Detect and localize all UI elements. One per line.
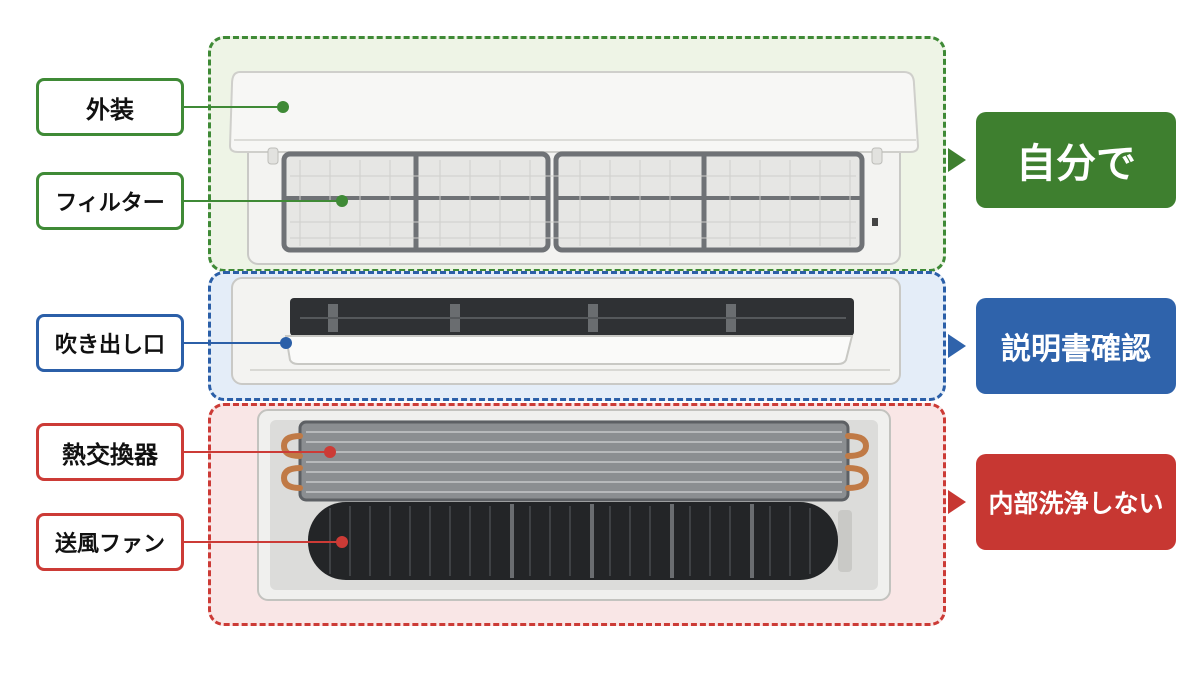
filter-mesh xyxy=(281,151,865,253)
dot-filter xyxy=(336,195,348,207)
ac-bottom-section xyxy=(257,409,891,601)
leader-dots xyxy=(277,101,348,548)
label-heat-exchanger: 熱交換器 xyxy=(36,423,184,481)
label-exterior: 外装 xyxy=(36,78,184,136)
dot-exterior xyxy=(277,101,289,113)
label-air-outlet: 吹き出し口 xyxy=(36,314,184,372)
dot-fan xyxy=(336,536,348,548)
action-diy: 自分で xyxy=(976,112,1176,208)
arrow-right-icon xyxy=(948,334,966,358)
label-blower-fan: 送風ファン xyxy=(36,513,184,571)
louver-flap xyxy=(284,335,854,365)
action-no-internal-cleaning: 内部洗浄しない xyxy=(976,454,1176,550)
label-filter: フィルター xyxy=(36,172,184,230)
arrow-right-icon xyxy=(948,490,966,514)
dot-outlet xyxy=(280,337,292,349)
arrow-right-icon xyxy=(948,148,966,172)
dot-heat-exchanger xyxy=(324,446,336,458)
front-panel xyxy=(228,71,920,153)
leader-lines xyxy=(184,106,342,543)
ac-top-section xyxy=(228,71,920,265)
ac-middle-section xyxy=(231,277,901,385)
action-check-manual: 説明書確認 xyxy=(976,298,1176,394)
